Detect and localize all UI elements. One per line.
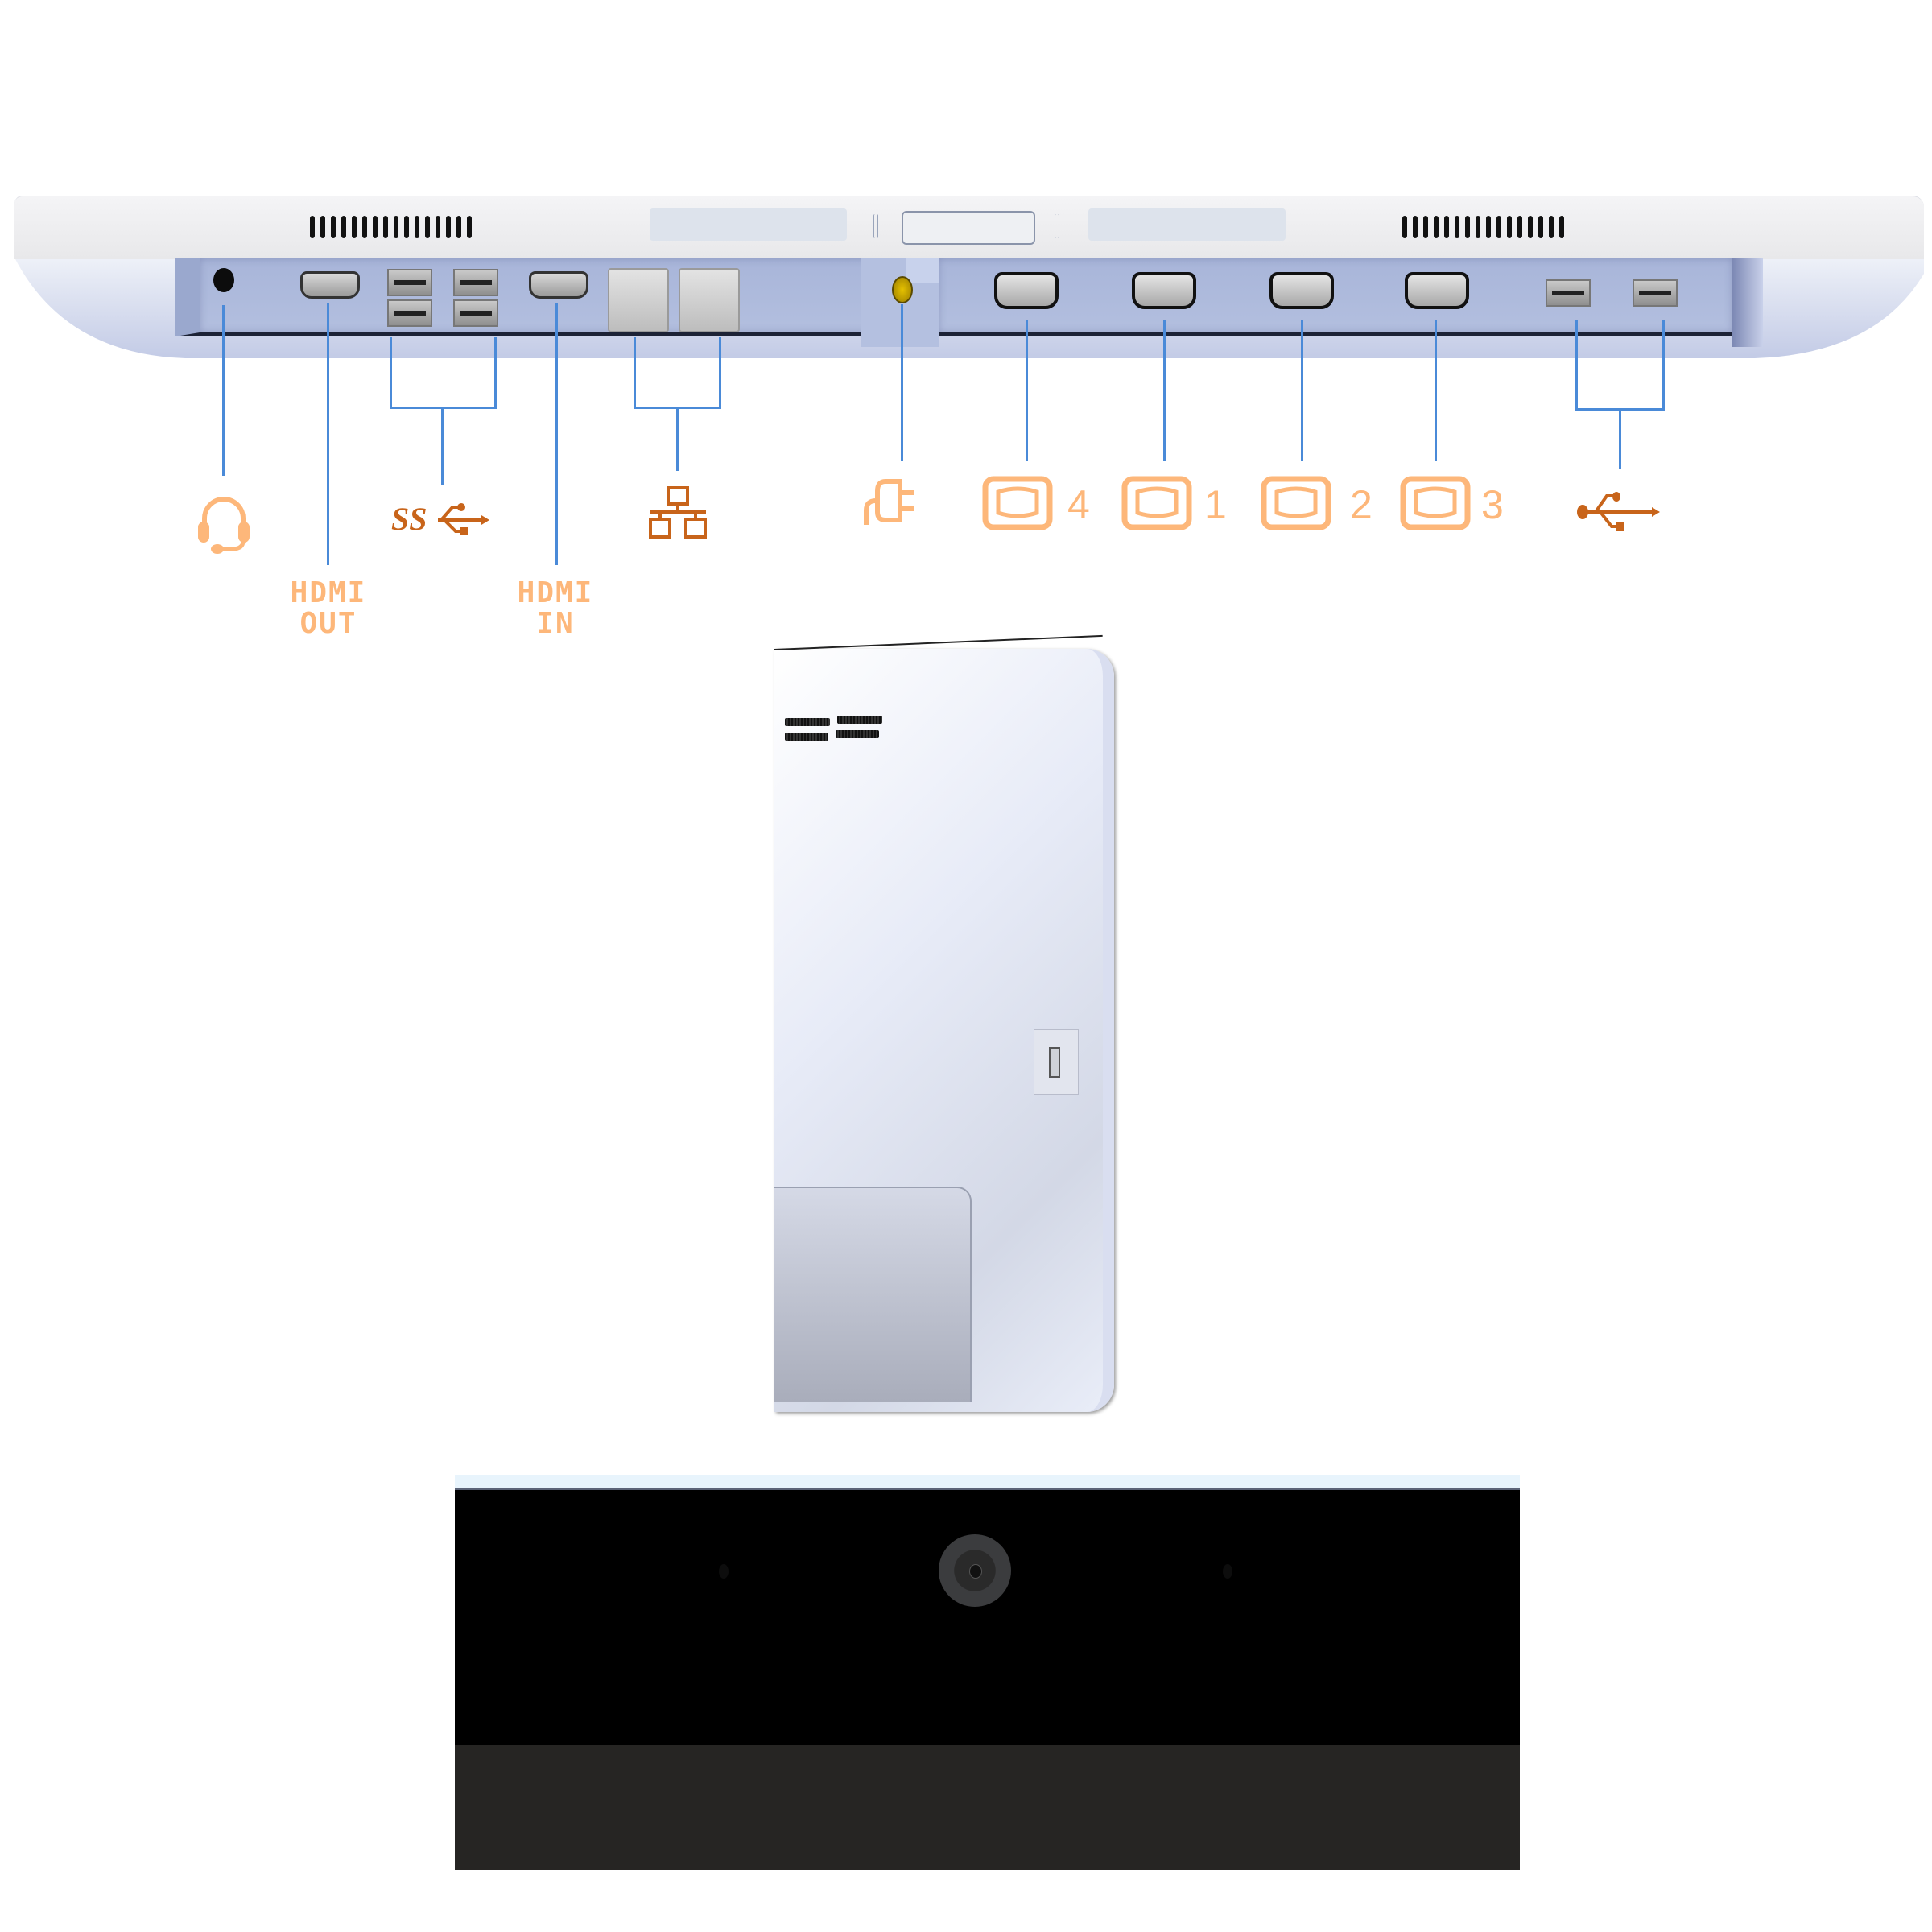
com-port-3 [1405,272,1469,309]
com-number-1: 1 [1204,482,1227,527]
rear-access-door [774,1187,972,1402]
usb3-port [453,299,498,327]
callout-line-lan-a [634,337,636,408]
callout-line-hdmi-in [555,303,558,565]
vent-right [1402,216,1564,238]
audio-jack [213,268,234,292]
power-plug-icon [864,479,914,525]
callout-line-usb2-b [1662,320,1665,410]
callout-line-hdmi-out [327,303,329,565]
serial-port-icon [1400,476,1471,530]
hdmi-in-label-line1: HDMI [517,576,594,609]
label-area-left [650,208,847,241]
hdmi-out-label: HDMI OUT [258,578,399,639]
superspeed-usb-icon: SS [391,501,489,537]
callout-line-com2 [1301,320,1303,461]
serial-port-icon [1261,476,1331,530]
port-panel-right [939,258,1732,336]
side-vent [785,718,830,726]
hdmi-in-label-line2: IN [536,607,575,640]
dc-power-jack [892,276,913,303]
callout-line-lan-b [719,337,721,408]
callout-line-usb2-a [1575,320,1578,410]
serial-port-icon [982,476,1053,530]
ss-text: SS [391,501,427,537]
usb3-port [387,269,432,296]
network-icon [649,486,707,539]
side-vent [836,730,879,738]
com-port-1 [1132,272,1196,309]
side-usb-port [1034,1029,1079,1095]
callout-line-dc [901,304,903,461]
webcam-lens [969,1564,982,1579]
center-nameplate [902,211,1035,245]
com-port-4 [994,272,1059,309]
hdmi-out-label-line1: HDMI [290,576,367,609]
callout-line-usb3-a [390,337,392,408]
side-vent [785,733,828,741]
label-area-right [1088,208,1286,241]
latch-right [1055,214,1059,238]
microphone-right [1223,1564,1232,1579]
com-number-3: 3 [1481,482,1504,527]
usb2-port [1633,279,1678,307]
hdmi-out-label-line2: OUT [299,607,357,640]
headset-icon [198,497,250,554]
usb3-port [387,299,432,327]
lan-port [608,268,669,332]
callout-stem-usb2 [1619,408,1621,469]
side-vent [837,716,882,724]
callout-stem-usb3 [441,407,444,485]
callout-line-audio [222,305,225,476]
com-number-2: 2 [1350,482,1373,527]
port-panel-left [175,258,886,336]
panel-right-edge [1732,258,1763,347]
lan-port [679,268,740,332]
latch-left [873,214,878,238]
callout-line-com3 [1435,320,1437,461]
serial-port-icon [1121,476,1192,530]
usb-icon [1577,492,1660,531]
usb2-port [1546,279,1591,307]
bottom-view-diagram: SS 4 1 2 3 [0,0,1932,660]
microphone-left [719,1564,729,1579]
usb3-port [453,269,498,296]
callout-line-com4 [1026,320,1028,461]
front-bezel [455,1488,1520,1748]
bezel-top-edge [455,1475,1520,1488]
vent-left [310,216,472,238]
screen-area [455,1745,1520,1870]
com-port-2 [1269,272,1334,309]
callout-line-com1 [1163,320,1166,461]
callout-line-usb3-b [494,337,497,408]
callout-stem-lan [676,407,679,471]
hdmi-in-label: HDMI IN [485,578,626,639]
com-number-4: 4 [1067,482,1090,527]
hdmi-out-port [300,271,360,299]
hdmi-in-port [529,271,588,299]
side-usb-slot [1049,1047,1060,1078]
